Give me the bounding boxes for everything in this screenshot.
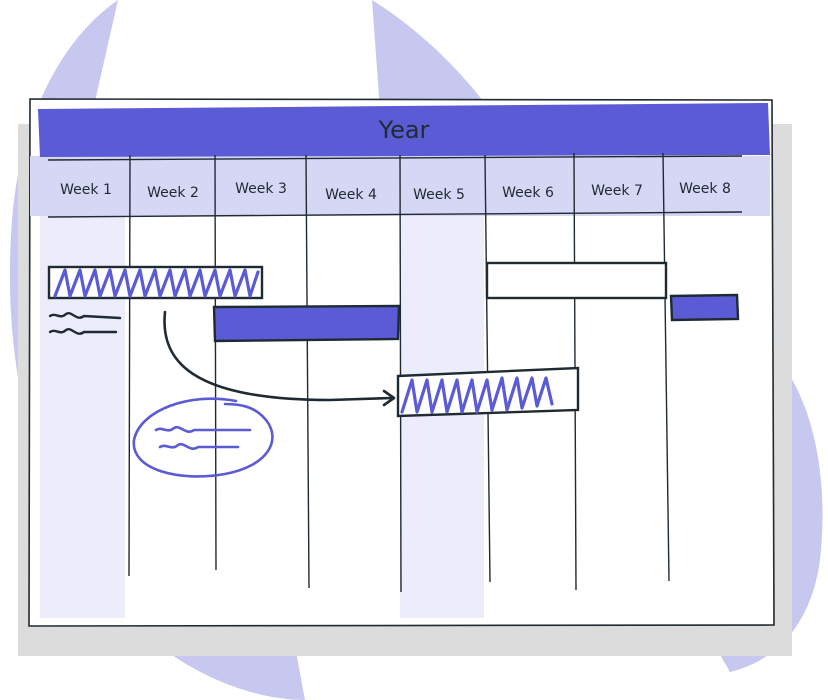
week-label-6: Week 6 — [502, 185, 554, 201]
comment-scribble — [154, 425, 252, 450]
week-label-5: Week 5 — [413, 187, 465, 203]
week-label-4: Week 4 — [325, 187, 377, 203]
background-blob-top — [372, 0, 490, 110]
column-divider — [128, 154, 131, 577]
week-label-1: Week 1 — [60, 182, 112, 198]
note-scribble — [48, 311, 122, 335]
header-line-bottom — [47, 211, 743, 218]
arrowhead-icon — [382, 389, 396, 407]
task-bar-4 — [485, 261, 668, 300]
column-divider — [662, 152, 670, 582]
week-label-3: Week 3 — [235, 181, 287, 197]
week-label-2: Week 2 — [147, 185, 199, 201]
task-bar-5 — [669, 293, 740, 322]
column-divider — [484, 154, 491, 583]
task-bar-2 — [212, 304, 401, 343]
dependency-arrow — [163, 310, 394, 402]
column-divider — [305, 154, 310, 589]
chart-title: Year — [378, 116, 430, 144]
task-bar-3-hatching — [400, 376, 554, 414]
title-bar — [38, 103, 770, 157]
week-label-8: Week 8 — [679, 181, 731, 197]
header-line-top — [47, 155, 743, 161]
comment-bubble — [132, 397, 274, 478]
week-5-column-tint — [400, 216, 484, 618]
column-divider — [214, 154, 217, 571]
column-divider — [399, 154, 402, 593]
task-bar-1-hatching — [53, 268, 260, 298]
week-label-7: Week 7 — [591, 183, 643, 199]
